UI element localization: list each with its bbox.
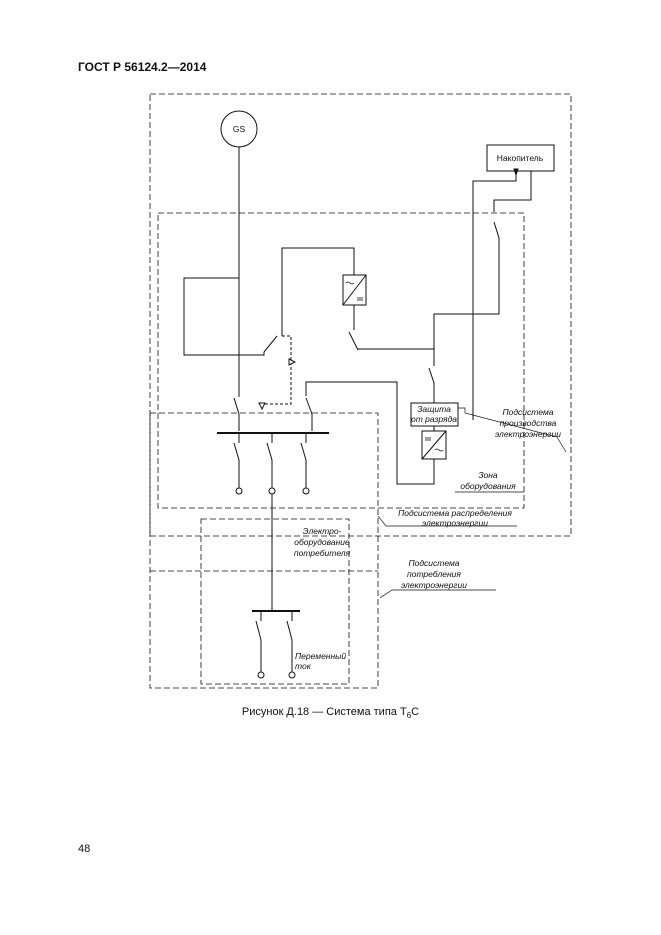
switch-consumer-2 — [286, 620, 293, 641]
switch-storage — [493, 221, 500, 239]
switch-feeder-2 — [266, 442, 273, 461]
generator-label: GS — [233, 124, 246, 134]
consumer-equipment-label-line1: Электро- — [303, 526, 342, 536]
distribution-label-line2: электроэнергии — [422, 518, 488, 528]
switch-feeder-3 — [300, 442, 307, 461]
distribution-label-line1: Подсистема распределения — [398, 508, 512, 518]
figure-caption-suffix: С — [411, 706, 420, 718]
production-label-line1: Подсистема — [502, 407, 553, 417]
document-standard-header: ГОСТ Р 56124.2—2014 — [78, 60, 207, 74]
control-marker-lower — [258, 402, 266, 411]
figure-caption: Рисунок Д.18 — Система типа Т6С — [0, 706, 661, 720]
consumption-label-line3: электроэнергии — [401, 580, 467, 590]
distribution-subsystem-boundary — [149, 412, 379, 689]
production-label-line2: производства — [500, 418, 557, 428]
switch-consumer-1 — [255, 620, 262, 641]
consumption-label-line1: Подсистема — [408, 558, 459, 568]
switch-main-left — [233, 397, 240, 415]
equipment-zone-label-line2: оборудования — [460, 481, 516, 491]
figure-caption-text: Рисунок Д.18 — Система типа Т — [241, 706, 407, 718]
production-subsystem-boundary — [149, 93, 572, 537]
ac-label-line2: ток — [295, 661, 312, 671]
consumer-equipment-label-line3: потребителя — [294, 548, 351, 558]
equipment-zone-boundary — [157, 212, 525, 509]
ac-label-line1: Переменный — [295, 651, 346, 661]
consumption-label-line2: потребления — [407, 569, 461, 579]
switch-generator — [263, 335, 278, 353]
switch-protection — [428, 367, 435, 384]
equipment-zone-label-line1: Зона — [478, 470, 498, 480]
switch-main-right — [305, 397, 313, 415]
storage-label: Накопитель — [497, 153, 544, 163]
storage-box — [486, 144, 555, 172]
page-number: 48 — [78, 843, 91, 855]
figure-caption-subscript: 6 — [406, 711, 412, 721]
consumer-equipment-boundary — [200, 518, 350, 685]
switch-inverter — [348, 331, 359, 351]
control-marker-upper — [288, 358, 297, 366]
switch-feeder-1 — [233, 442, 240, 461]
production-label-line3: электроэнергии — [495, 429, 561, 439]
protection-label-line2: от разряда — [411, 414, 457, 424]
consumer-equipment-label-line2: оборудование — [294, 537, 350, 547]
protection-label-line1: Защита — [417, 404, 451, 414]
